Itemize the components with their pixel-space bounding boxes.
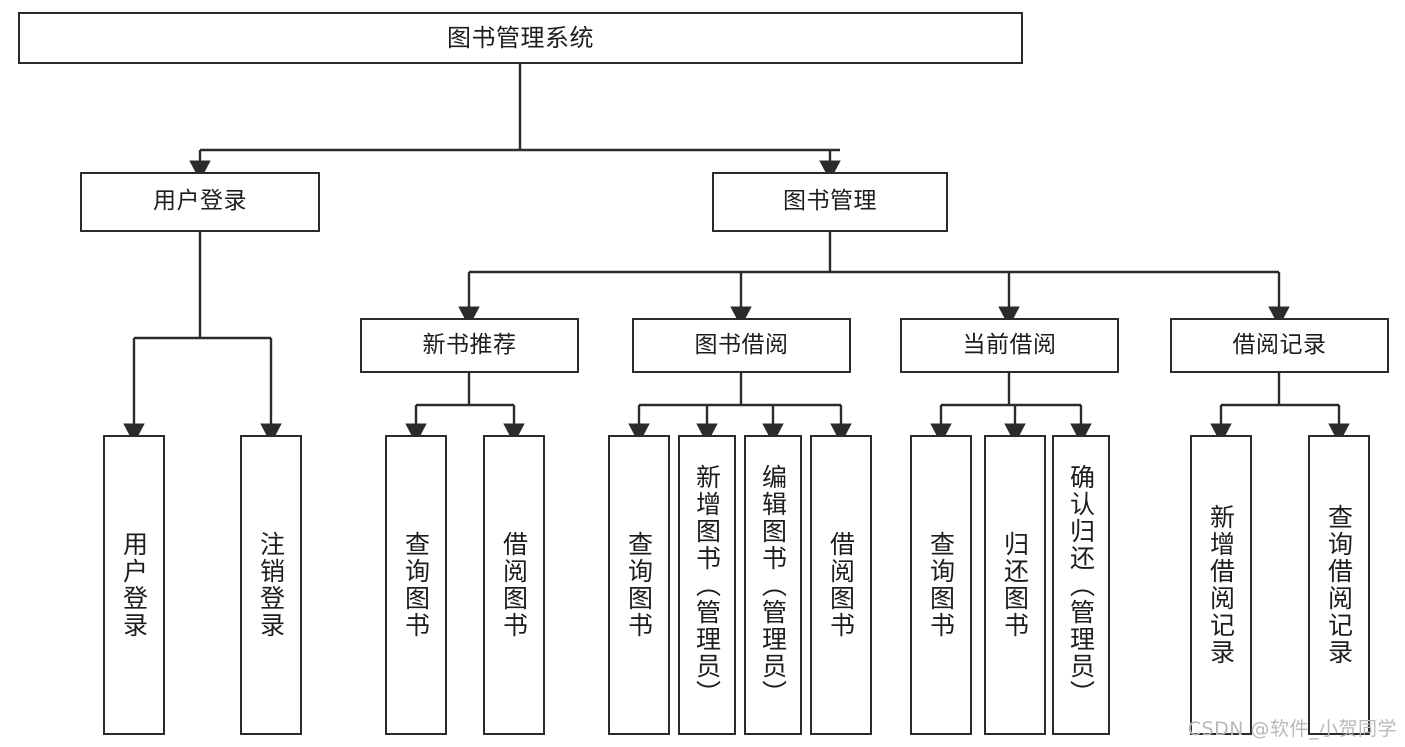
node-leaf-logout-label: 注销登录 bbox=[256, 531, 286, 639]
node-leaf-add-borrow-record-label: 新增借阅记录 bbox=[1206, 504, 1236, 666]
node-new-book-rec-label: 新书推荐 bbox=[422, 331, 517, 358]
node-borrow-record-label: 借阅记录 bbox=[1232, 331, 1327, 358]
node-leaf-query-borrow-record[interactable]: 查询借阅记录 bbox=[1308, 435, 1370, 735]
node-leaf-borrow-book-b-label: 借阅图书 bbox=[826, 531, 856, 639]
node-leaf-confirm-return-label: 确认归还（管理员） bbox=[1066, 463, 1096, 707]
node-leaf-query-book-c[interactable]: 查询图书 bbox=[910, 435, 972, 735]
node-book-manage[interactable]: 图书管理 bbox=[712, 172, 948, 232]
node-leaf-borrow-book-a[interactable]: 借阅图书 bbox=[483, 435, 545, 735]
node-leaf-confirm-return[interactable]: 确认归还（管理员） bbox=[1052, 435, 1110, 735]
node-book-borrow[interactable]: 图书借阅 bbox=[632, 318, 851, 373]
node-leaf-return-book-label: 归还图书 bbox=[1000, 531, 1030, 639]
node-leaf-query-book-b[interactable]: 查询图书 bbox=[608, 435, 670, 735]
node-leaf-edit-book-admin-label: 编辑图书（管理员） bbox=[758, 463, 788, 707]
node-book-borrow-label: 图书借阅 bbox=[694, 331, 789, 358]
node-leaf-query-book-a-label: 查询图书 bbox=[401, 531, 431, 639]
node-leaf-user-login[interactable]: 用户登录 bbox=[103, 435, 165, 735]
node-leaf-add-book-admin-label: 新增图书（管理员） bbox=[692, 463, 722, 707]
node-leaf-borrow-book-b[interactable]: 借阅图书 bbox=[810, 435, 872, 735]
node-root-label: 图书管理系统 bbox=[447, 23, 594, 52]
node-leaf-return-book[interactable]: 归还图书 bbox=[984, 435, 1046, 735]
node-current-borrow-label: 当前借阅 bbox=[962, 331, 1057, 358]
node-leaf-query-book-c-label: 查询图书 bbox=[926, 531, 956, 639]
node-leaf-query-borrow-record-label: 查询借阅记录 bbox=[1324, 504, 1354, 666]
node-new-book-rec[interactable]: 新书推荐 bbox=[360, 318, 579, 373]
node-user-login-label: 用户登录 bbox=[153, 188, 247, 215]
node-leaf-borrow-book-a-label: 借阅图书 bbox=[499, 531, 529, 639]
node-leaf-add-book-admin[interactable]: 新增图书（管理员） bbox=[678, 435, 736, 735]
watermark-text: CSDN @软件_小贺同学 bbox=[1187, 718, 1397, 740]
node-user-login[interactable]: 用户登录 bbox=[80, 172, 320, 232]
node-leaf-edit-book-admin[interactable]: 编辑图书（管理员） bbox=[744, 435, 802, 735]
node-book-manage-label: 图书管理 bbox=[783, 188, 877, 215]
node-borrow-record[interactable]: 借阅记录 bbox=[1170, 318, 1389, 373]
node-current-borrow[interactable]: 当前借阅 bbox=[900, 318, 1119, 373]
node-leaf-query-book-b-label: 查询图书 bbox=[624, 531, 654, 639]
node-leaf-logout[interactable]: 注销登录 bbox=[240, 435, 302, 735]
node-leaf-add-borrow-record[interactable]: 新增借阅记录 bbox=[1190, 435, 1252, 735]
node-leaf-user-login-label: 用户登录 bbox=[119, 531, 149, 639]
node-root-system[interactable]: 图书管理系统 bbox=[18, 12, 1023, 64]
node-leaf-query-book-a[interactable]: 查询图书 bbox=[385, 435, 447, 735]
